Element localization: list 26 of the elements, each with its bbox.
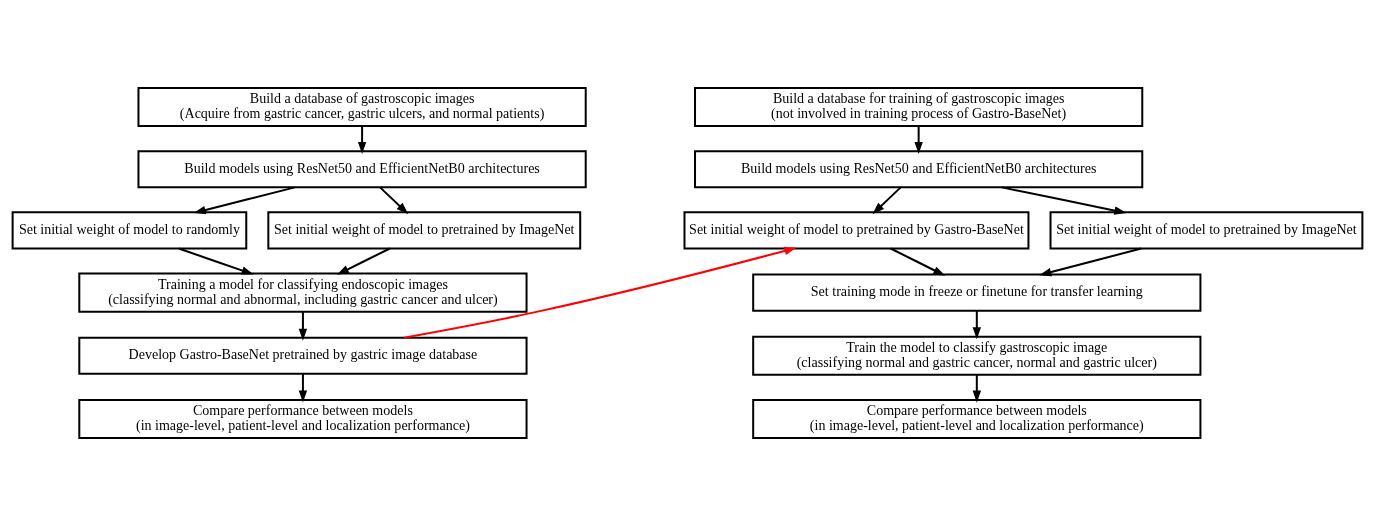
- arrow: [914, 125, 923, 154]
- node-box: Compare performance between models (in image-level, patient-level and localization performance): [78, 398, 528, 439]
- arrow: [379, 186, 409, 214]
- node-box: Train the model to classify gastroscopic image (classifying normal and gastric cancer, normal and gastric ulcer): [752, 335, 1202, 376]
- arrow: [357, 125, 367, 154]
- node-box: Develop Gastro-BaseNet pretrained by gastric image database: [78, 336, 528, 375]
- node-box: Build models using ResNet50 and EfficientNetB0 architectures: [694, 149, 1144, 188]
- node-box: Training a model for classifying endoscopic images (classifying normal and abnormal, including gastric cancer and ulcer): [78, 272, 528, 313]
- node-box: Set initial weight of model to pretrained by ImageNet: [1049, 210, 1364, 249]
- node-box: Compare performance between models (in image-level, patient-level and localization performance): [752, 398, 1202, 439]
- arrow: [193, 185, 296, 214]
- arrow: [298, 373, 308, 402]
- node-box: Set initial weight of model to pretrained by ImageNet: [267, 210, 582, 249]
- arrow: [403, 246, 797, 339]
- node-box: Build models using ResNet50 and EfficientNetB0 architectures: [137, 149, 587, 188]
- node-box: Build a database of gastroscopic images (Acquire from gastric cancer, gastric ulcers, and normal patients): [137, 86, 587, 127]
- arrow: [1001, 185, 1127, 215]
- node-box: Set initial weight of model to pretrained by Gastro-BaseNet: [683, 210, 1030, 249]
- arrow: [872, 186, 902, 214]
- arrow: [972, 310, 982, 339]
- node-box: Set training mode in freeze or finetune for transfer learning: [752, 273, 1202, 312]
- arrow: [972, 374, 982, 403]
- node-box: Set initial weight of model to randomly: [11, 210, 248, 249]
- arrow: [1039, 247, 1142, 276]
- node-box: Build a database for training of gastroscopic images (not involved in training process of Gastro-BaseNet): [694, 86, 1144, 127]
- arrow: [298, 311, 308, 341]
